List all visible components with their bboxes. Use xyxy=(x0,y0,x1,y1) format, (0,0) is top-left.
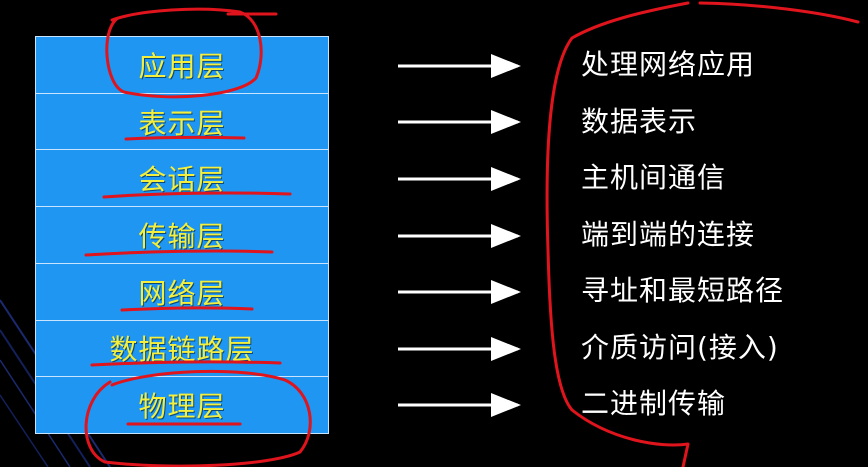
layer-label-presentation: 表示层 xyxy=(138,106,226,140)
layer-label-network: 网络层 xyxy=(138,276,226,310)
description-data-link: 介质访问(接入) xyxy=(581,331,779,364)
description-transport: 端到端的连接 xyxy=(581,218,756,251)
layer-label-session: 会话层 xyxy=(138,163,226,197)
description-network: 寻址和最短路径 xyxy=(581,274,785,307)
description-session: 主机间通信 xyxy=(581,161,727,194)
description-application: 处理网络应用 xyxy=(581,48,756,81)
description-presentation: 数据表示 xyxy=(581,105,698,138)
layer-box-network: 网络层 xyxy=(35,263,329,321)
layer-label-transport: 传输层 xyxy=(138,220,226,254)
layer-box-presentation: 表示层 xyxy=(35,93,329,151)
description-physical: 二进制传输 xyxy=(581,387,727,420)
